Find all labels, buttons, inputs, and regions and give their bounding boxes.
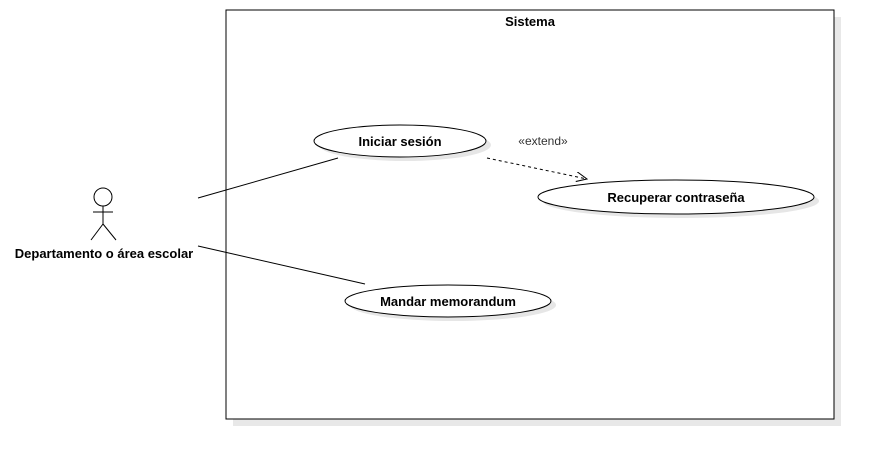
- actor-name: Departamento o área escolar: [15, 246, 193, 261]
- use-case-memo-label: Mandar memorandum: [380, 294, 516, 309]
- use-case-recover[interactable]: Recuperar contraseña: [537, 179, 819, 218]
- use-case-memo-ellipse: [344, 284, 552, 318]
- extend-relation[interactable]: «extend»: [486, 134, 587, 179]
- extend-relation-line: [486, 157, 587, 179]
- use-case-memo[interactable]: Mandar memorandum: [344, 284, 556, 321]
- use-case-login[interactable]: Iniciar sesión: [313, 124, 491, 161]
- actor-stick-figure-icon: [90, 187, 117, 241]
- association-login[interactable]: [197, 157, 339, 199]
- use-case-login-label: Iniciar sesión: [358, 134, 441, 149]
- extend-relation-label: «extend»: [518, 134, 568, 148]
- association-memo[interactable]: [197, 245, 366, 285]
- system-boundary[interactable]: Sistema: [225, 9, 841, 426]
- use-case-recover-label: Recuperar contraseña: [607, 190, 745, 205]
- use-case-login-ellipse: [313, 124, 487, 158]
- use-case-recover-ellipse: [537, 179, 815, 215]
- system-title: Sistema: [505, 14, 556, 29]
- actor-departamento[interactable]: Departamento o área escolar: [15, 187, 193, 261]
